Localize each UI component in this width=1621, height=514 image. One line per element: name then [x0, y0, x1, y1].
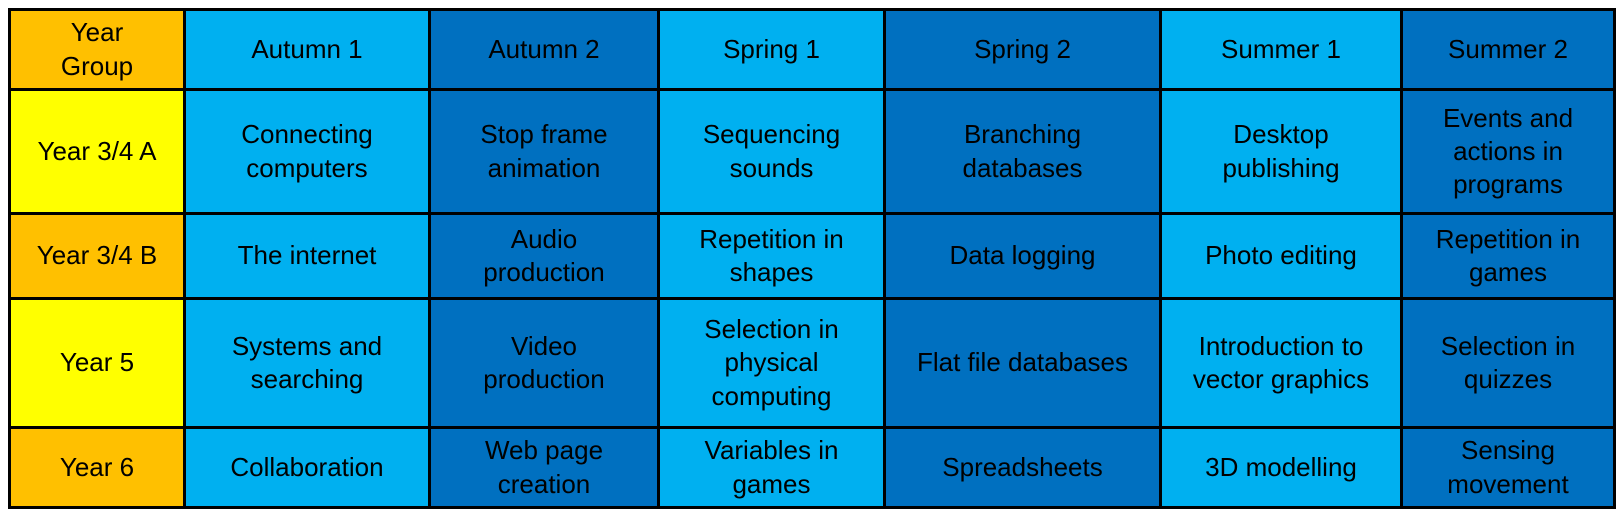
header-row: Year Group Autumn 1 Autumn 2 Spring 1 Sp… [8, 8, 1616, 91]
cell-year34b-spring1: Repetition in shapes [657, 212, 886, 300]
cell-year34b-autumn1: The internet [183, 212, 431, 300]
cell-year6-autumn2: Web page creation [428, 426, 660, 509]
cell-year5-spring2: Flat file databases [883, 297, 1162, 429]
row-header-year-34b: Year 3/4 B [8, 212, 186, 300]
cell-year34a-autumn2: Stop frame animation [428, 88, 660, 215]
cell-year6-summer1: 3D modelling [1159, 426, 1403, 509]
cell-year34a-autumn1: Connecting computers [183, 88, 431, 215]
cell-year6-spring1: Variables in games [657, 426, 886, 509]
cell-year6-spring2: Spreadsheets [883, 426, 1162, 509]
cell-year6-summer2: Sensing movement [1400, 426, 1616, 509]
cell-year5-summer2: Selection in quizzes [1400, 297, 1616, 429]
table-row-year-5: Year 5 Systems and searching Video produ… [8, 297, 1616, 429]
cell-year5-spring1: Selection in physical computing [657, 297, 886, 429]
cell-year34b-summer2: Repetition in games [1400, 212, 1616, 300]
table-row-year-34b: Year 3/4 B The internet Audio production… [8, 212, 1616, 300]
term-header-spring-1: Spring 1 [657, 8, 886, 91]
row-header-year-6: Year 6 [8, 426, 186, 509]
row-header-year-34a: Year 3/4 A [8, 88, 186, 215]
cell-year5-autumn1: Systems and searching [183, 297, 431, 429]
term-header-autumn-2: Autumn 2 [428, 8, 660, 91]
cell-year34a-spring2: Branching databases [883, 88, 1162, 215]
cell-year34b-summer1: Photo editing [1159, 212, 1403, 300]
term-header-summer-2: Summer 2 [1400, 8, 1616, 91]
cell-year34a-summer1: Desktop publishing [1159, 88, 1403, 215]
cell-year34b-autumn2: Audio production [428, 212, 660, 300]
cell-year5-autumn2: Video production [428, 297, 660, 429]
table-row-year-6: Year 6 Collaboration Web page creation V… [8, 426, 1616, 509]
term-header-spring-2: Spring 2 [883, 8, 1162, 91]
year-group-header-label: Year Group [60, 17, 134, 81]
term-header-autumn-1: Autumn 1 [183, 8, 431, 91]
curriculum-overview-table: Year Group Autumn 1 Autumn 2 Spring 1 Sp… [8, 8, 1616, 509]
year-group-header-cell: Year Group [8, 8, 186, 91]
cell-year34b-spring2: Data logging [883, 212, 1162, 300]
cell-year5-summer1: Introduction to vector graphics [1159, 297, 1403, 429]
row-header-year-5: Year 5 [8, 297, 186, 429]
table-row-year-34a: Year 3/4 A Connecting computers Stop fra… [8, 88, 1616, 215]
term-header-summer-1: Summer 1 [1159, 8, 1403, 91]
cell-year6-autumn1: Collaboration [183, 426, 431, 509]
cell-year34a-spring1: Sequencing sounds [657, 88, 886, 215]
cell-year34a-summer2: Events and actions in programs [1400, 88, 1616, 215]
